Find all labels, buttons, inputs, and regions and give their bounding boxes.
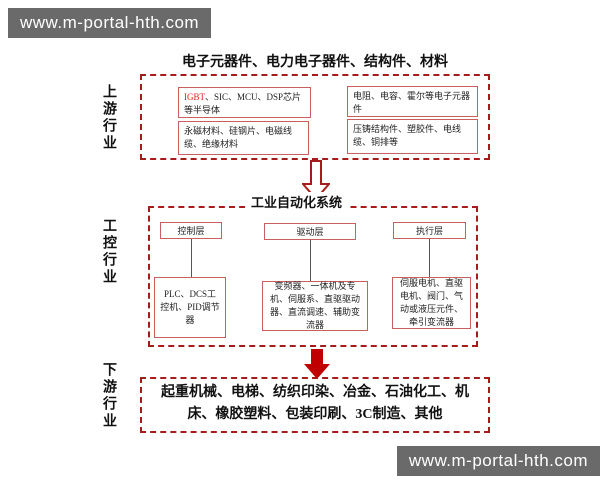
connector-execution [429, 239, 430, 277]
connector-drive [310, 240, 311, 281]
upstream-box-semiconductors: IGBT、SIC、MCU、DSP芯片等半导体 [178, 87, 311, 118]
side-label-midstream: 工控行业 [101, 218, 116, 286]
downstream-dashed-box [140, 377, 490, 433]
upstream-title: 电子元器件、电力电子器件、结构件、材料 [182, 55, 448, 70]
watermark-bottom-right: www.m-portal-hth.com [396, 446, 600, 476]
upstream-box-magnet-materials: 永磁材料、硅钢片、电磁线缆、绝缘材料 [178, 121, 309, 155]
upstream-box-structural-parts: 压铸结构件、塑胶件、电线缆、铜排等 [347, 119, 478, 154]
side-label-downstream: 下游行业 [101, 362, 116, 430]
midstream-title: 工业自动化系统 [245, 192, 349, 211]
layer-header-execution: 执行层 [393, 222, 466, 239]
side-label-upstream: 上游行业 [101, 84, 116, 152]
layer-detail-control: PLC、DCS工控机、PID调节器 [154, 277, 226, 338]
upstream-box-electronic-components: 电阻、电容、霍尔等电子元器件 [347, 86, 478, 117]
layer-detail-execution: 伺服电机、直驱电机、阀门、气动或液压元件、牵引变流器 [392, 277, 471, 329]
layer-detail-drive: 变频器、一体机及专机、伺服系、直驱驱动器、直流调速、辅助变流器 [262, 281, 368, 331]
layer-header-drive: 驱动层 [264, 223, 356, 240]
watermark-top-left: www.m-portal-hth.com [8, 8, 212, 38]
downstream-text: 起重机械、电梯、纺织印染、冶金、石油化工、机床、橡胶塑料、包装印刷、3C制造、其… [161, 385, 469, 423]
layer-header-control: 控制层 [160, 222, 222, 239]
upstream-dashed-box [140, 74, 490, 160]
connector-control [191, 239, 192, 277]
solid-down-arrow-icon [304, 349, 330, 379]
hollow-down-arrow-icon [302, 160, 330, 200]
upstream-box-semiconductors-highlight: IGBT [184, 92, 205, 102]
upstream-box-semiconductors-rest: 、SIC、MCU、DSP芯片等半导体 [184, 92, 302, 116]
